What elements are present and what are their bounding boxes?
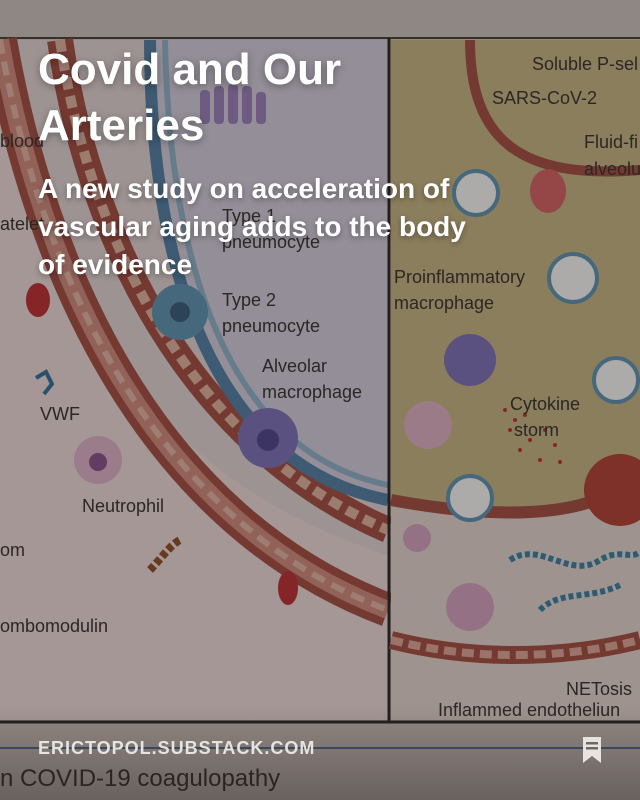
- label-neutrophil: Neutrophil: [82, 496, 164, 516]
- bookmark-glyph: [583, 737, 601, 763]
- post-subtitle: A new study on acceleration of vascular …: [38, 173, 466, 280]
- label-type1b: pneumocyte: [222, 232, 320, 252]
- label-storm: storm: [514, 420, 559, 440]
- label-type1: Type 1: [222, 206, 276, 226]
- source-domain[interactable]: ERICTOPOL.SUBSTACK.COM: [38, 738, 316, 758]
- label-inflamed: Inflammed endotheliun: [438, 700, 620, 720]
- label-alveolu: alveolu: [584, 159, 640, 179]
- label-netosis: NETosis: [566, 679, 632, 699]
- bottom-overlay: [0, 705, 640, 800]
- bookmark-icon[interactable]: [580, 735, 604, 765]
- label-proinflb: macrophage: [394, 293, 494, 313]
- label-blood: blood: [0, 131, 44, 151]
- left-panel: blood atelet Type 1 pneumocyte Type 2 pn…: [0, 37, 395, 720]
- label-soluble: Soluble P-sel: [532, 54, 638, 74]
- label-type2b: pneumocyte: [222, 316, 320, 336]
- label-om: om: [0, 540, 25, 560]
- label-alveolar: Alveolar: [262, 356, 327, 376]
- label-vwf: VWF: [40, 404, 80, 424]
- label-fluid: Fluid-fi: [584, 132, 638, 152]
- label-alveolarb: macrophage: [262, 382, 362, 402]
- post-title[interactable]: Covid and Our Arteries: [38, 45, 342, 150]
- label-platelet: atelet: [0, 214, 44, 234]
- label-thrombomodulin: ombomodulin: [0, 616, 108, 636]
- right-panel: Soluble P-sel SARS-CoV-2 Fluid-fi alveol…: [388, 39, 640, 720]
- label-type2: Type 2: [222, 290, 276, 310]
- label-cytokine: Cytokine: [510, 394, 580, 414]
- label-proinfl: Proinflammatory: [394, 267, 525, 287]
- label-sars: SARS-CoV-2: [492, 88, 597, 108]
- figure-caption: n COVID-19 coagulopathy: [0, 765, 281, 792]
